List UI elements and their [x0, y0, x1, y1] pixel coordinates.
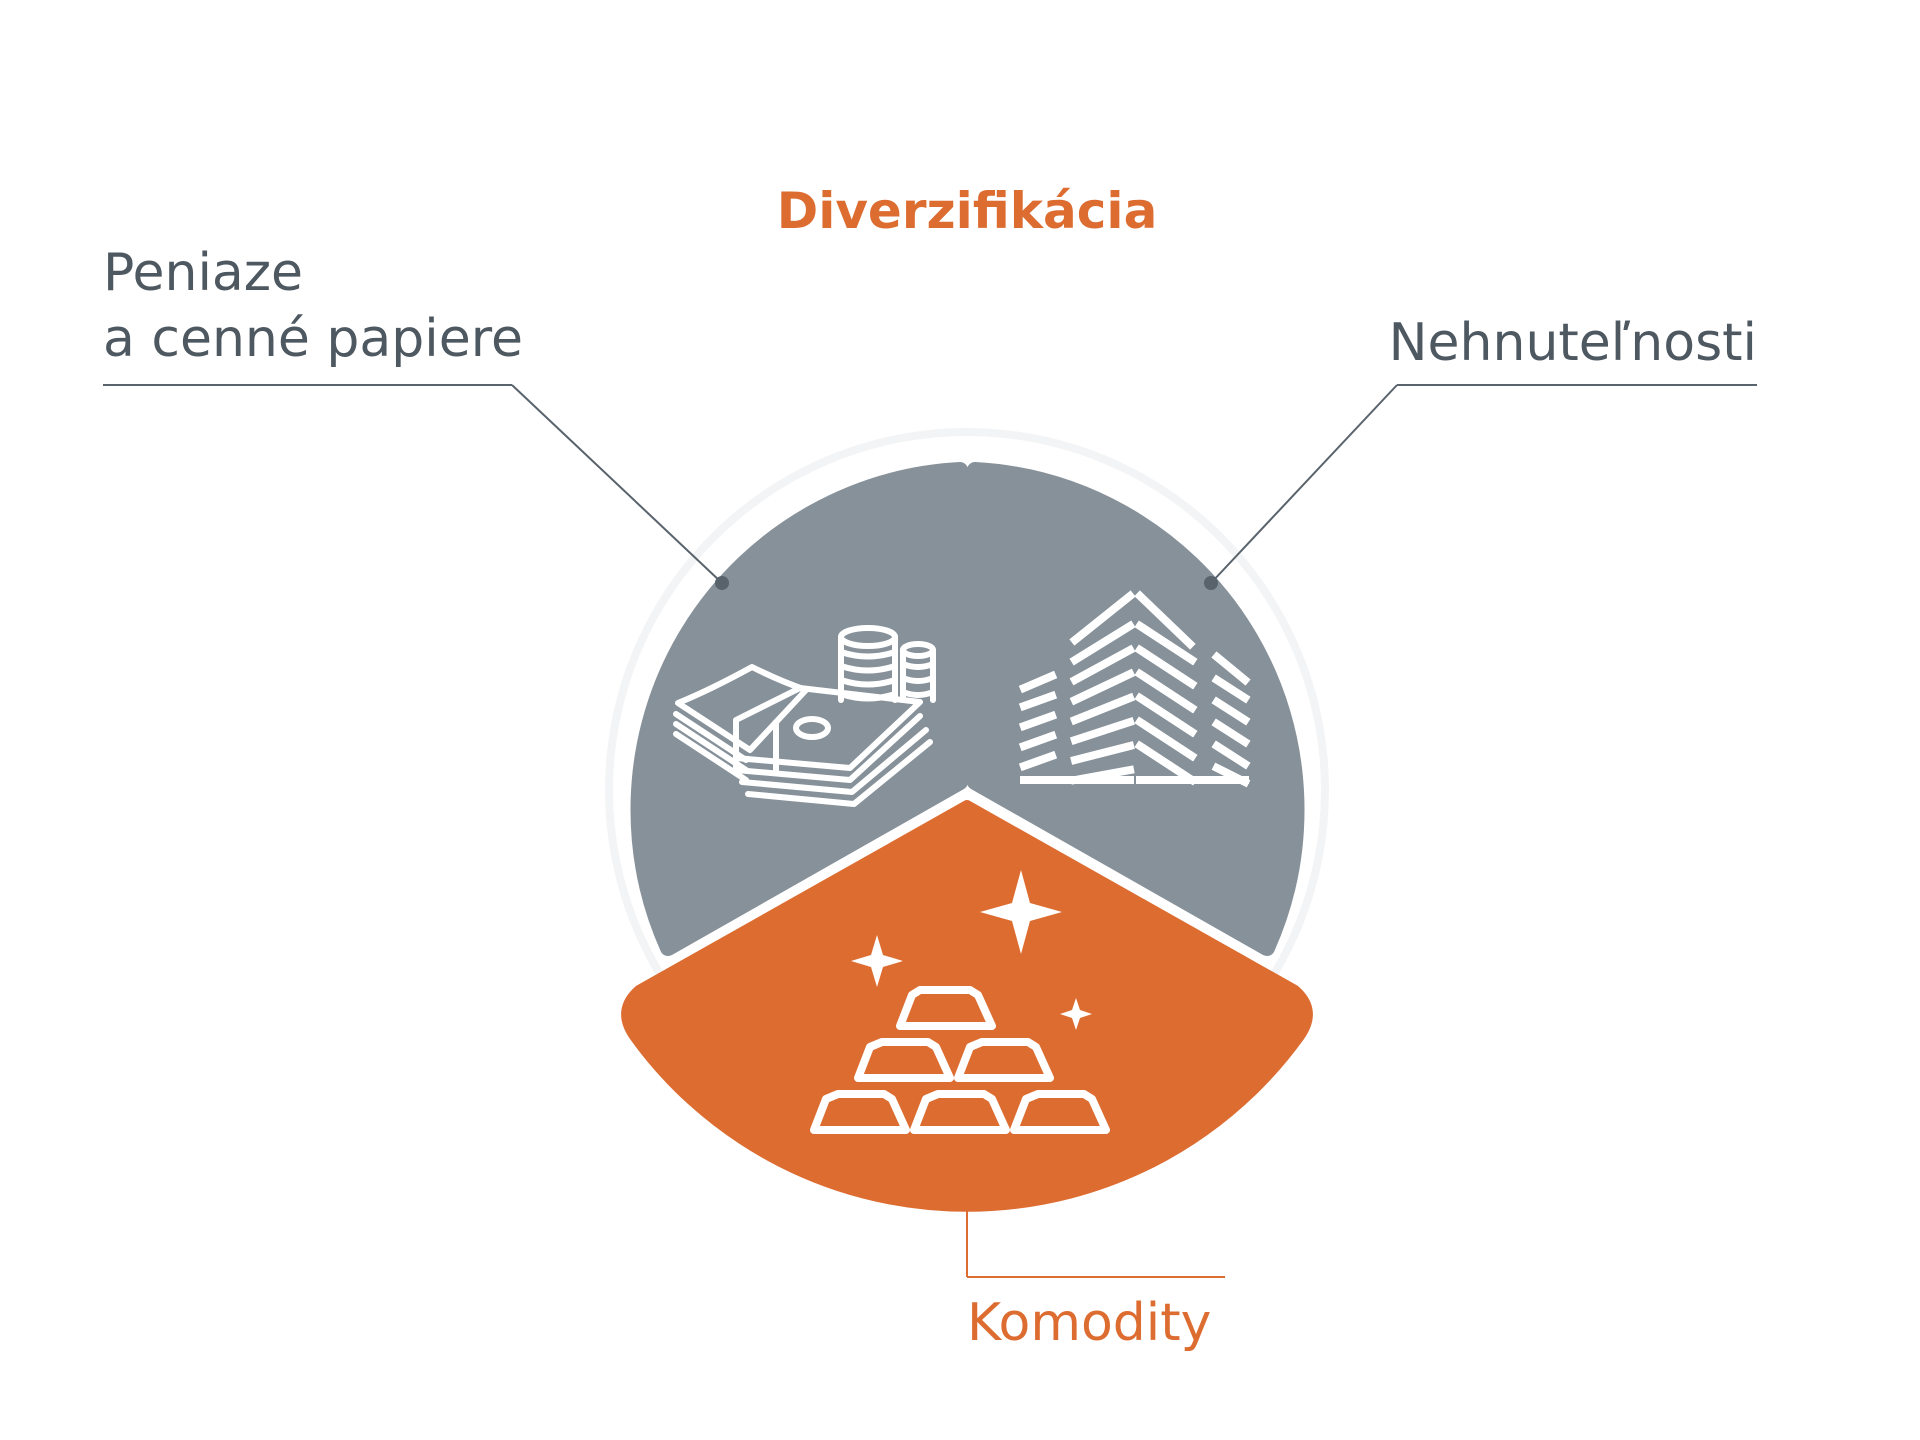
label-commodities: Komodity: [967, 1293, 1211, 1353]
leader-line-realestate: [1204, 384, 1757, 590]
segment-money: [630, 462, 968, 956]
label-money-line-2: a cenné papiere: [103, 309, 523, 369]
page-title: Diverzifikácia: [777, 182, 1158, 240]
label-money-line-1: Peniaze: [103, 243, 303, 303]
sparkle-icon: [851, 870, 1092, 1030]
label-money: Peniaze a cenné papiere: [103, 243, 523, 369]
buildings-icon: [1018, 590, 1251, 788]
gold-bars-icon: [810, 986, 1110, 1134]
segment-realestate: [967, 462, 1305, 956]
leader-line-money: [103, 384, 729, 590]
leader-line-commodities: [966, 1203, 1225, 1278]
label-realestate: Nehnuteľnosti: [1389, 313, 1757, 373]
money-coins-icon: [673, 625, 936, 807]
